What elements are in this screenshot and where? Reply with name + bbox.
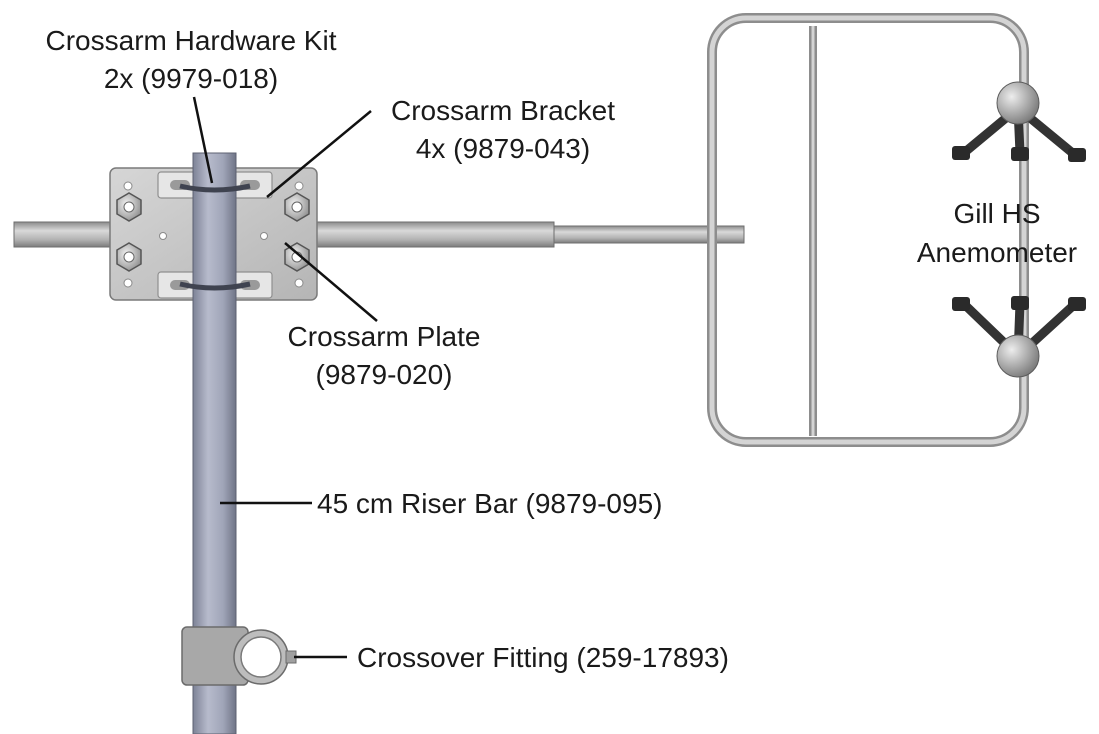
anemometer-label-line2: Anemometer <box>917 237 1077 268</box>
hex-nut <box>116 192 310 272</box>
riser-bar-label: 45 cm Riser Bar (9879-095) <box>317 488 662 519</box>
anemometer-label: Gill HS <box>953 198 1040 229</box>
plate-label: Crossarm Plate <box>288 321 481 352</box>
leader-lines <box>192 96 378 659</box>
transducer-upper <box>952 81 1086 162</box>
plate-part-number: (9879-020) <box>316 359 453 390</box>
crossarm-bracket <box>157 171 273 299</box>
anemometer-frame <box>707 13 1029 447</box>
bracket-label: Crossarm Bracket <box>391 95 615 126</box>
u-bolt <box>179 183 251 291</box>
hardware-kit-part-number: 2x (9979-018) <box>104 63 278 94</box>
transducer-lower <box>952 296 1086 378</box>
hardware-kit-label: Crossarm Hardware Kit <box>46 25 337 56</box>
bracket-part-number: 4x (9879-043) <box>416 133 590 164</box>
crossover-fitting <box>181 626 297 686</box>
crossover-fitting-label: Crossover Fitting (259-17893) <box>357 642 729 673</box>
